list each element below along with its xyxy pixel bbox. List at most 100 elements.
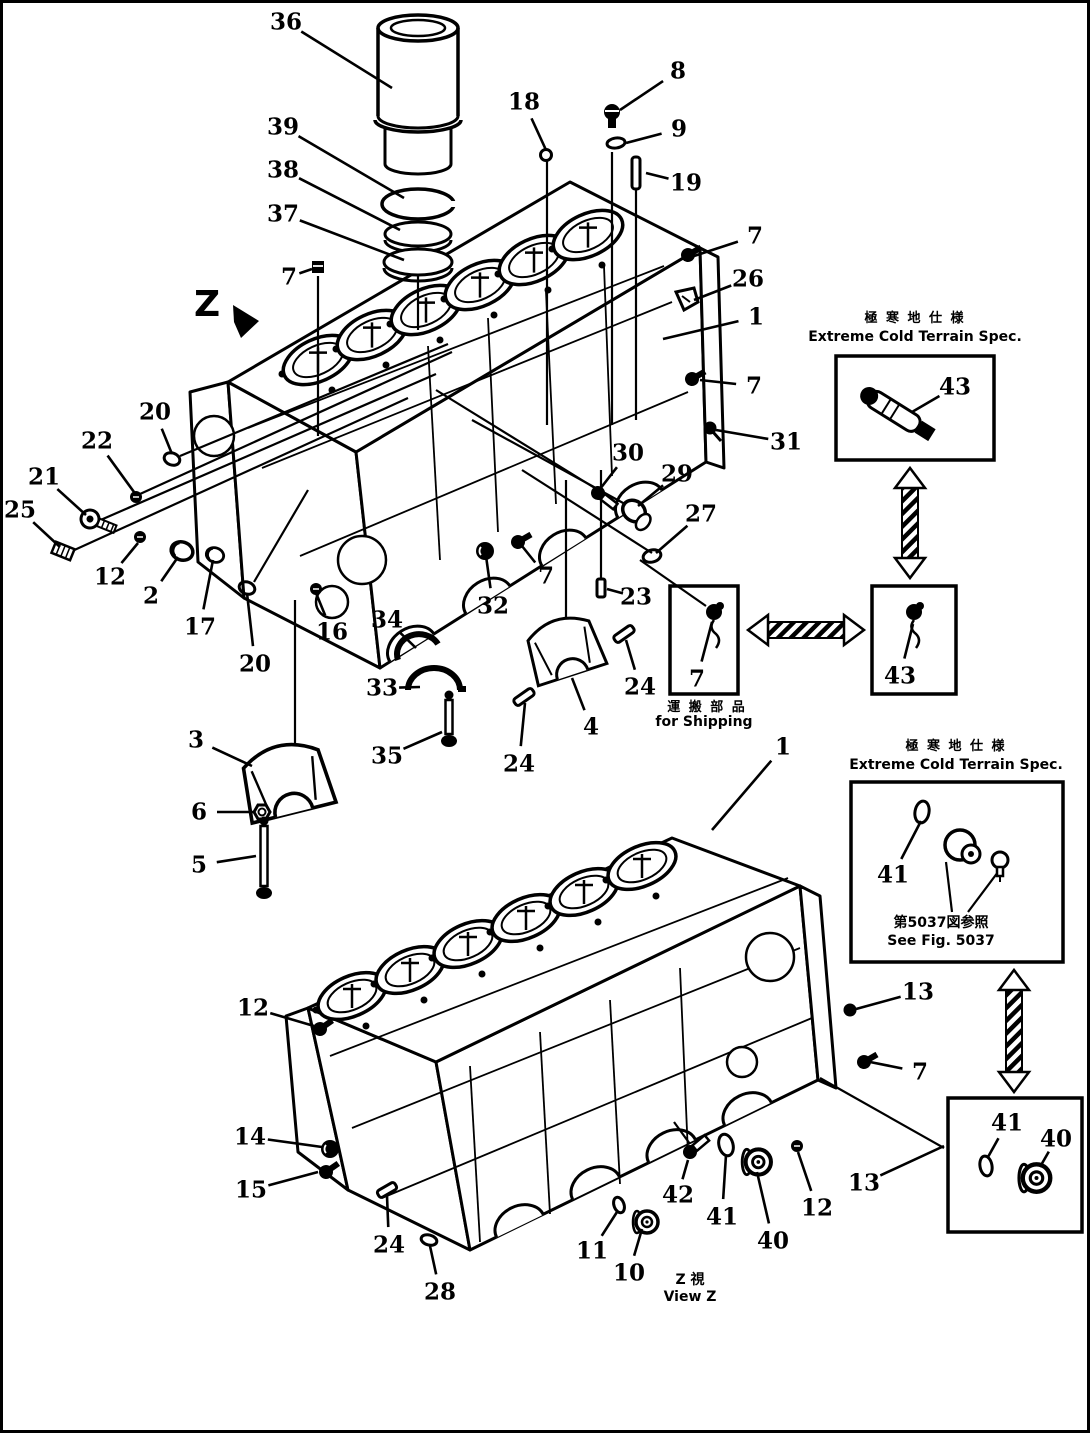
plug-12-a-icon	[134, 531, 146, 543]
callout-32: 32	[477, 593, 509, 620]
callout-leader-41	[900, 820, 923, 860]
ring-20-a-icon	[162, 451, 182, 467]
plug-40-a-icon	[740, 1147, 773, 1177]
caption-shipping-en: for Shipping	[655, 714, 752, 730]
caption-extreme-cold-lower-en: Extreme Cold Terrain Spec.	[849, 757, 1063, 773]
callout-leaders	[32, 30, 1050, 1275]
callout-leader-3	[211, 746, 253, 768]
callout-33: 33	[366, 675, 398, 702]
callout-20: 20	[139, 399, 171, 426]
plug-kit-box	[946, 1096, 1084, 1234]
extra-leader-lines	[69, 152, 999, 1149]
bolt-5-icon	[256, 816, 272, 899]
caption-extreme-cold-upper-en: Extreme Cold Terrain Spec.	[808, 329, 1022, 345]
dowel-24-b-icon	[612, 624, 636, 644]
callout-19: 19	[670, 170, 702, 197]
callout-leader-43	[903, 623, 915, 659]
caption-extreme-cold-lower-jp: 極 寒 地 仕 様	[904, 738, 1006, 754]
callout-7: 7	[281, 264, 297, 291]
plug-40-kit-icon	[1017, 1162, 1053, 1194]
bolt-7-b-icon	[685, 368, 707, 386]
leader-line	[179, 342, 449, 458]
callout-leader-24	[519, 702, 527, 747]
stud-18-icon	[539, 148, 553, 162]
caption-view-z-en: View Z	[664, 1289, 717, 1305]
washer-9-icon	[605, 136, 627, 150]
bolt-30-icon	[591, 486, 620, 512]
callout-leader-1	[711, 759, 773, 831]
nut-6-icon	[252, 803, 272, 821]
callout-20: 20	[239, 651, 271, 678]
ring-27-icon	[641, 548, 663, 564]
leader-line	[69, 396, 409, 554]
callout-leader-7	[298, 267, 313, 275]
callout-23: 23	[620, 584, 652, 611]
callout-leader-24	[385, 1195, 390, 1228]
callout-29: 29	[661, 461, 693, 488]
callout-24: 24	[373, 1232, 405, 1259]
callout-11: 11	[576, 1238, 608, 1265]
callout-leader-5	[216, 854, 257, 864]
callout-12: 12	[94, 564, 126, 591]
callout-22: 22	[81, 428, 113, 455]
oring-41-kit-icon	[978, 1154, 994, 1178]
clamp-26-icon	[673, 286, 700, 313]
callout-leader-17	[202, 559, 215, 610]
callout-28: 28	[424, 1279, 456, 1306]
callout-5: 5	[191, 852, 207, 879]
callout-leader-40	[755, 1171, 771, 1224]
callout-21: 21	[28, 464, 60, 491]
bolt-35-icon	[441, 690, 457, 747]
leader-line	[639, 559, 707, 607]
callout-41: 41	[991, 1110, 1023, 1137]
leader-line	[253, 489, 309, 583]
callout-leader-39	[297, 134, 405, 200]
plug-12-d-icon	[313, 1017, 335, 1036]
callout-7: 7	[747, 223, 763, 250]
bolt-8-icon	[604, 104, 620, 128]
ring-20-b-icon	[237, 580, 257, 596]
bearing-cap-4-icon	[526, 616, 609, 688]
callout-leader-4	[570, 677, 586, 711]
inset-boxes	[668, 354, 1084, 1234]
part-icons	[49, 13, 1053, 1247]
callout-leader-7	[869, 1060, 903, 1070]
callout-leader-42	[681, 1159, 690, 1180]
dowel-19-icon	[630, 155, 642, 191]
callout-12: 12	[801, 1195, 833, 1222]
callout-leader-2	[160, 556, 180, 582]
caption-extreme-cold-upper-jp: 極 寒 地 仕 様	[863, 310, 965, 326]
callout-leader-31	[715, 428, 769, 441]
callout-17: 17	[184, 614, 216, 641]
captions: 極 寒 地 仕 様 Extreme Cold Terrain Spec. 運 搬…	[194, 284, 1063, 1305]
caption-shipping-jp: 運 搬 部 品	[667, 699, 747, 715]
callout-leader-13	[855, 995, 901, 1011]
callout-41: 41	[877, 862, 909, 889]
callout-leader-38	[298, 177, 401, 232]
callout-26: 26	[732, 266, 764, 293]
plug-14-icon	[321, 1140, 339, 1158]
oring-11-icon	[612, 1195, 626, 1215]
callout-36: 36	[270, 9, 302, 36]
callout-38: 38	[267, 157, 299, 184]
callout-leader-10	[632, 1228, 644, 1257]
spare-part-box	[870, 584, 958, 696]
callout-10: 10	[613, 1260, 645, 1287]
swap-arrows	[745, 465, 1032, 1095]
swap-arrow-vertical-upper	[892, 465, 928, 581]
callout-12: 12	[237, 995, 269, 1022]
callout-16: 16	[316, 619, 348, 646]
callout-40: 40	[1040, 1126, 1072, 1153]
callout-43: 43	[939, 374, 971, 401]
callout-34: 34	[371, 607, 403, 634]
callout-18: 18	[508, 89, 540, 116]
callout-37: 37	[267, 201, 299, 228]
plug-15-icon	[319, 1160, 341, 1179]
leader-line	[95, 372, 437, 524]
callout-leader-23	[606, 587, 624, 595]
callout-43: 43	[884, 663, 916, 690]
callout-6: 6	[191, 799, 207, 826]
callout-31: 31	[770, 429, 802, 456]
callout-25: 25	[4, 497, 36, 524]
